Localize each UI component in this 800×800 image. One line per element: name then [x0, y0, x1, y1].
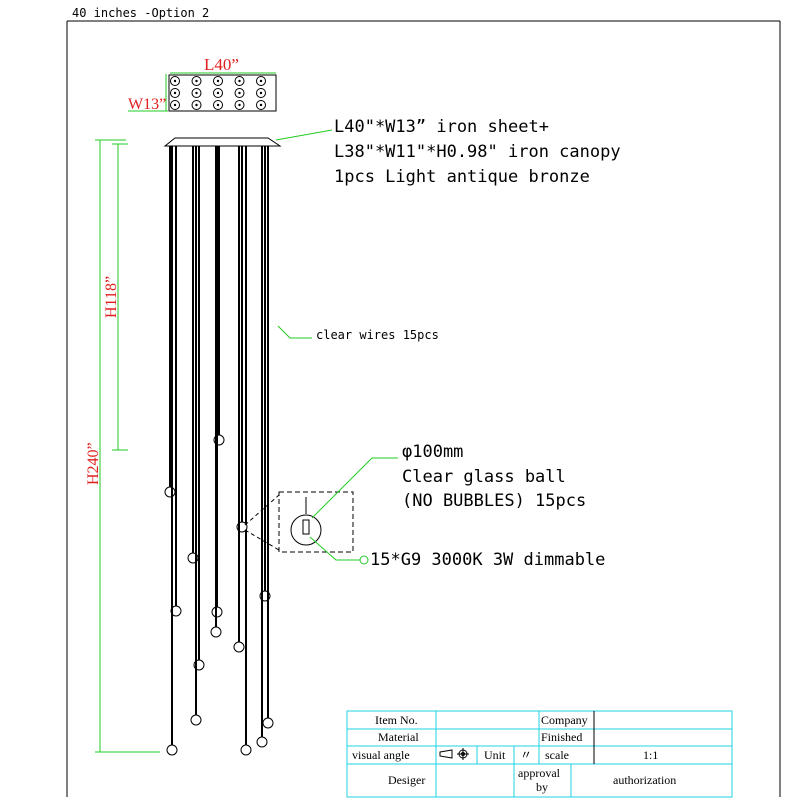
wires-note: clear wires 15pcs: [316, 328, 439, 342]
canopy-note-1: L40"*W13” iron sheet+: [334, 117, 549, 137]
canopy-hole-dot: [216, 91, 220, 95]
glass-ball: [256, 736, 268, 748]
ball-note-3: (NO BUBBLES) 15pcs: [402, 491, 586, 511]
approval-label: approval: [518, 766, 561, 780]
canopy-hole-dot: [238, 91, 241, 95]
drawing-title: 40 inches -Option 2: [72, 6, 209, 20]
designer-label: Desiger: [388, 773, 425, 787]
canopy-note-2: L38"*W11"*H0.98" iron canopy: [334, 142, 621, 162]
glass-ball: [164, 486, 176, 498]
canopy-hole-dot: [259, 91, 263, 95]
overall-height-dimension: H240”: [85, 442, 102, 485]
canopy-hole-dot: [238, 79, 241, 83]
canopy-hole: [213, 88, 223, 98]
glass-ball: [210, 626, 222, 638]
company-label: Company: [541, 713, 588, 727]
canopy-hole: [170, 76, 180, 86]
canopy-hole-dot: [195, 79, 198, 83]
canopy-hole: [213, 76, 223, 86]
canopy-hole-dot: [259, 79, 263, 83]
ball-note-1: φ100mm: [402, 442, 463, 462]
canopy-hole: [234, 76, 245, 86]
canopy-hole-dot: [173, 79, 177, 83]
pendants: [164, 146, 274, 756]
title-block: [346, 710, 733, 798]
g9-bulb-icon: [302, 519, 310, 535]
top-view: L40” W13”: [128, 55, 277, 113]
wire-height-dimension: H118”: [103, 276, 120, 318]
canopy-hole-dot: [173, 91, 177, 95]
ball-note-2: Clear glass ball: [402, 467, 566, 487]
canopy-hole: [170, 100, 180, 110]
scale-label: scale: [545, 748, 569, 762]
material-label: Material: [378, 730, 419, 744]
canopy-hole: [256, 88, 266, 98]
glass-ball: [190, 714, 202, 726]
approval-label-by: by: [536, 780, 548, 794]
canopy-hole: [234, 88, 245, 98]
canopy-hole: [170, 88, 180, 98]
canopy-hole: [256, 100, 266, 110]
canopy-hole: [191, 88, 202, 98]
canopy-note-3: 1pcs Light antique bronze: [334, 167, 590, 187]
canopy-hole-dot: [238, 103, 241, 107]
unit-label: Unit: [484, 748, 506, 762]
glass-ball: [262, 717, 274, 729]
scale-value: 1:1: [643, 748, 658, 762]
canopy-hole-dot: [195, 91, 198, 95]
glass-ball-detail: [290, 514, 322, 546]
canopy-hole: [256, 76, 266, 86]
projection-symbol-icon: [439, 748, 469, 760]
canopy-hole: [191, 100, 202, 110]
canopy-hole: [213, 100, 223, 110]
glass-ball: [233, 641, 245, 653]
canopy-hole-dot: [173, 103, 177, 107]
unit-value: 〃: [520, 748, 532, 762]
length-dimension: L40”: [204, 55, 239, 74]
glass-ball: [166, 744, 178, 756]
visual-angle-label: visual angle: [352, 748, 410, 762]
authorization-label: authorization: [613, 773, 676, 787]
canopy-hole: [191, 76, 202, 86]
canopy-hole-dot: [259, 103, 263, 107]
canopy-hole: [234, 100, 245, 110]
bulb-note: 15*G9 3000K 3W dimmable: [370, 550, 605, 570]
width-dimension: W13”: [128, 96, 166, 113]
canopy-leader: [275, 129, 333, 141]
glass-ball: [240, 744, 252, 756]
detail-box: [278, 491, 354, 553]
canopy-hole-dot: [216, 79, 220, 83]
finished-label: Finished: [541, 730, 582, 744]
canopy-hole-dot: [216, 103, 220, 107]
canopy-hole-dot: [195, 103, 198, 107]
item-no-label: Item No.: [375, 713, 418, 727]
